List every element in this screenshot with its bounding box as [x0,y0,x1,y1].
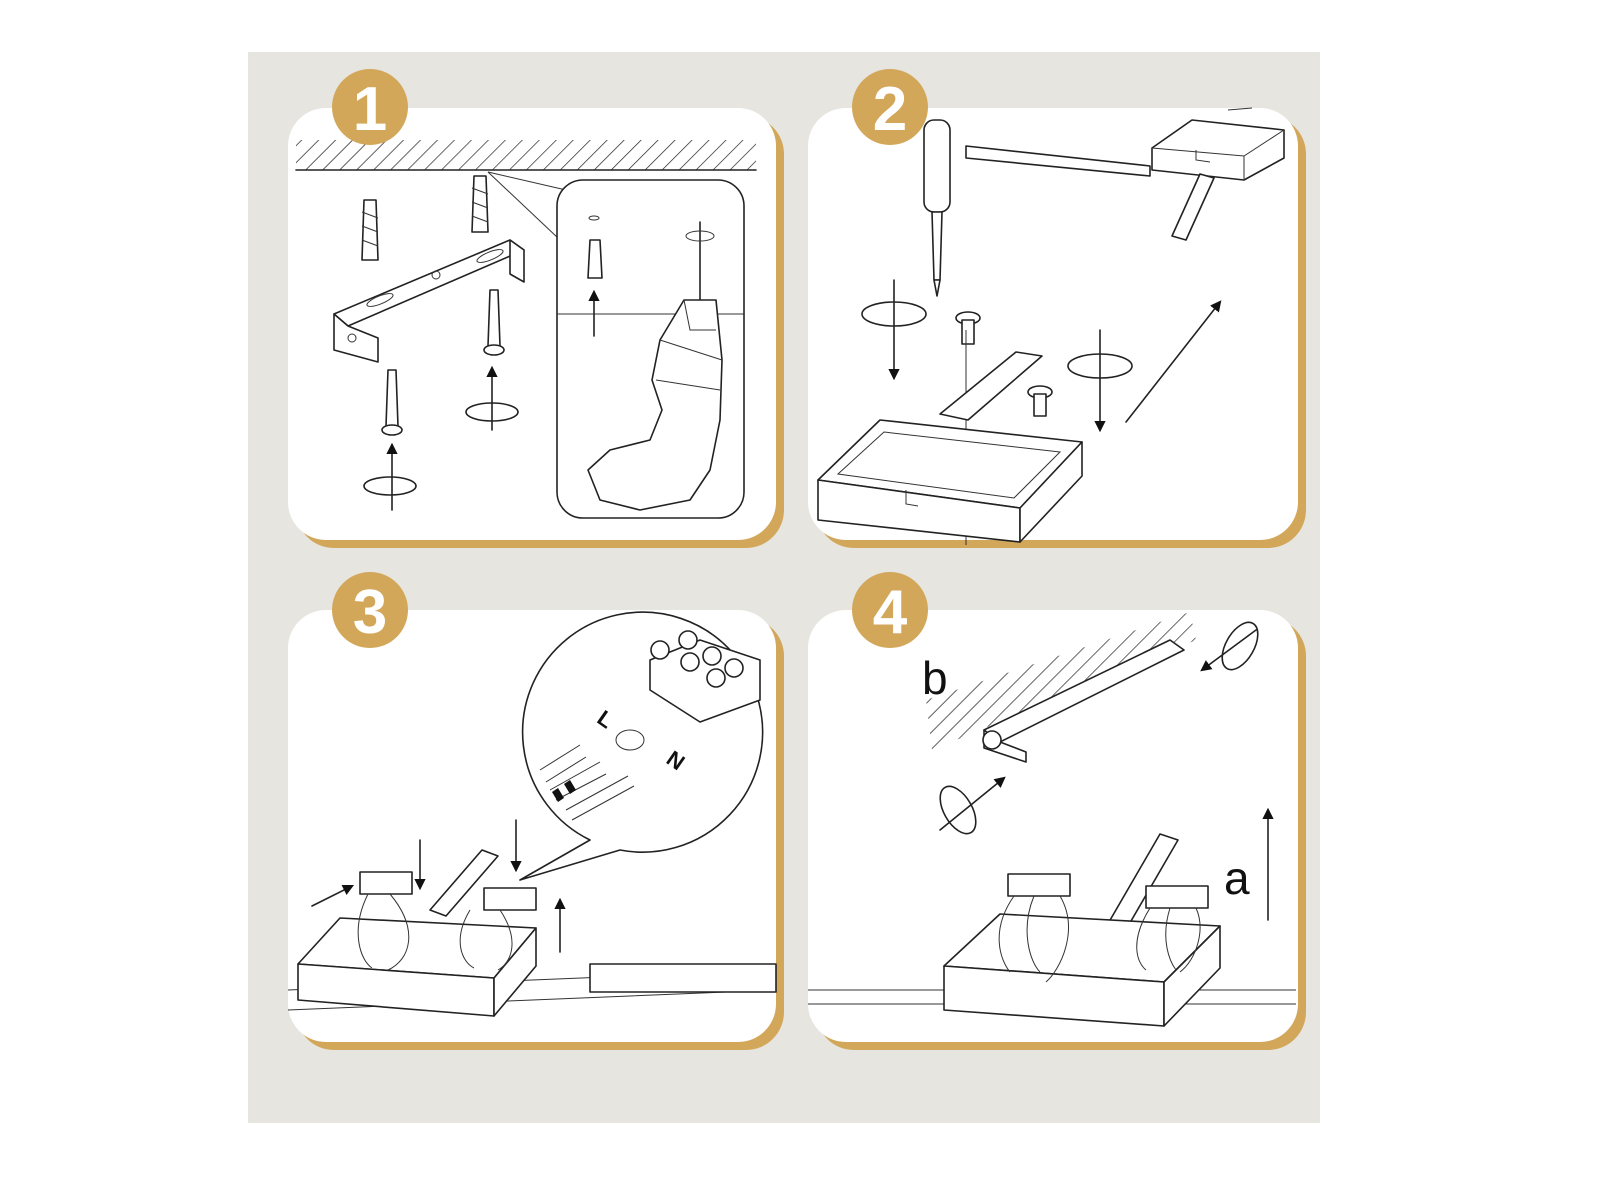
terminal-block-icon [649,630,761,723]
ceiling-hatch [296,140,756,170]
mounting-bracket-icon [982,639,1185,763]
screwdriver-icon [923,119,951,297]
screw-icon [381,289,505,436]
step-number: 4 [873,578,908,647]
track-rail-icon [287,963,777,1011]
arrow-icon [939,776,1006,831]
arrow-up-right-icon [1125,300,1222,423]
canopy-box-wired-icon [297,849,537,1017]
step-number: 2 [873,75,907,144]
wires-icon [539,744,635,821]
screw-icon [955,311,1053,417]
step-badge [332,572,408,648]
mounting-bracket-icon [333,239,525,363]
wall-plug-icon [361,175,489,261]
rotate-icon [861,301,927,327]
rotate-icon [939,785,977,835]
label-a: a [1224,852,1250,904]
arrow-icon [1200,629,1257,672]
drill-detail-inset [487,171,745,519]
earth-icon [615,729,645,751]
label-b: b [922,652,948,704]
step-number: 1 [353,75,387,144]
rotate-icon [465,402,519,422]
step-badge [332,69,408,145]
light-fixture-icon [965,107,1285,241]
wiring-detail-circle: L N [519,611,764,881]
step-2-panel: 2 [808,69,1306,548]
step-badge [852,69,928,145]
canopy-box-icon [817,351,1083,543]
rotate-icon [363,476,417,496]
step-3-panel: L N 3 [287,572,784,1050]
step-4-panel: b a 4 [808,572,1306,1050]
step-1-panel: 1 [288,69,784,548]
step-badge [852,572,928,648]
ceiling-hatch [926,612,1196,750]
step-number: 3 [353,578,387,647]
drill-icon [587,221,723,511]
canopy-box-wired-icon [943,833,1221,1027]
screw-icon [982,730,1002,750]
rotate-icon [1067,353,1133,379]
arrow-icon [311,884,355,907]
rotate-icon [1221,621,1259,671]
